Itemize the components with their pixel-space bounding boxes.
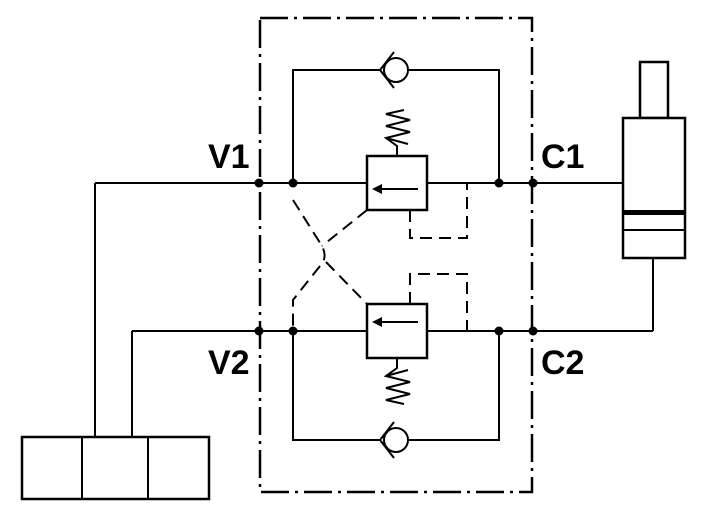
upper-spring-icon: [383, 109, 411, 156]
hydraulic-cylinder: [621, 60, 687, 260]
cylinder-piston: [623, 210, 685, 215]
node-v2: [254, 326, 264, 336]
upper-branch: [94, 51, 623, 437]
lower-spring-icon: [383, 358, 411, 405]
lower-check-valve-icon: [378, 421, 409, 459]
lower-spring-tail: [385, 369, 409, 377]
node-lower-left: [288, 326, 298, 336]
port-label-v1: V1: [208, 138, 250, 176]
pilot-line-upper-to-lower: [292, 199, 326, 331]
upper-counterbalance-valve: [365, 154, 429, 212]
valve-body-boundary: [258, 16, 534, 494]
lower-branch: [131, 258, 654, 459]
upper-spring-tail: [385, 137, 409, 145]
directional-control-valve: [20, 435, 211, 501]
cylinder-barrel: [621, 116, 687, 260]
cylinder-rod: [638, 60, 670, 120]
cross-pilot-lines: [292, 199, 368, 331]
upper-bypass-loop: [292, 69, 380, 183]
control-valve-body: [20, 435, 211, 501]
port-label-v2: V2: [208, 344, 250, 382]
node-lower-right: [494, 326, 504, 336]
lower-pilot-line: [409, 273, 468, 331]
lower-bypass-loop-right: [408, 331, 500, 441]
node-upper-right: [494, 178, 504, 188]
port-label-c1: C1: [541, 138, 584, 176]
lower-arrowhead-icon: [372, 317, 382, 327]
lower-bypass-loop: [292, 331, 380, 441]
pilot-line-lower-to-upper: [321, 209, 368, 247]
upper-bypass-loop-right: [408, 69, 500, 183]
pilot-line-upper-to-lower-valve: [325, 261, 368, 305]
port-label-c2: C2: [541, 344, 584, 382]
node-c1: [528, 178, 538, 188]
node-upper-left: [288, 178, 298, 188]
upper-check-valve-icon: [378, 51, 409, 89]
node-c2: [528, 326, 538, 336]
node-v1: [254, 178, 264, 188]
upper-arrowhead-icon: [372, 184, 382, 194]
lower-counterbalance-valve: [365, 302, 429, 360]
